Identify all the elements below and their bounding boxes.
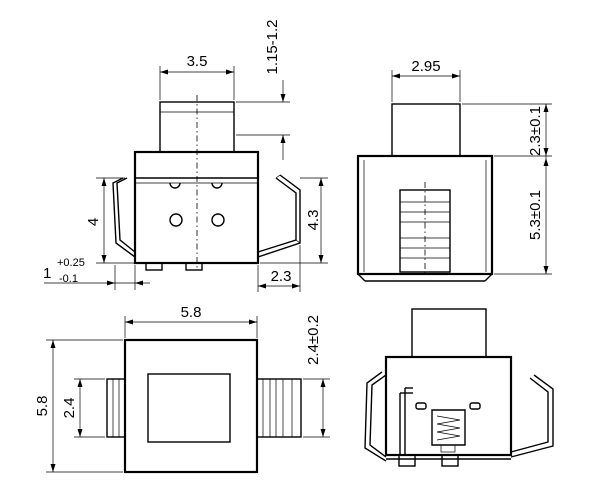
dim-bottom-height: 5.8 [34,396,51,417]
dim-front-pin-offset-minus: -0.1 [59,273,78,285]
side-view: 2.95 2.3±0.1 5.3±0.1 [356,58,552,282]
dim-front-top-width: 3.5 [187,53,208,70]
dim-front-height-right: 4.3 [305,210,322,231]
dim-front-pin-offset: 1 [43,265,51,282]
front-view: 3.5 1.15-1.2 4 1 +0.25 -0.1 4.3 [43,19,328,292]
dim-bottom-tab-width: 2.4±0.2 [305,315,322,365]
dim-bottom-tab-height: 2.4 [61,398,78,419]
dim-front-pin-length: 2.3 [271,268,292,285]
dim-side-body-height: 5.3±0.1 [527,190,544,240]
dim-front-height-left: 4 [85,218,102,226]
bottom-view: 5.8 5.8 2.4 2.4±0.2 [34,304,330,474]
dim-front-top-height: 1.15-1.2 [264,19,281,74]
dim-front-pin-offset-plus: +0.25 [57,257,85,269]
section-view [364,308,554,467]
dim-bottom-width: 5.8 [181,304,202,321]
dim-side-top-width: 2.95 [411,58,440,75]
dim-side-top-height: 2.3±0.1 [527,106,544,156]
